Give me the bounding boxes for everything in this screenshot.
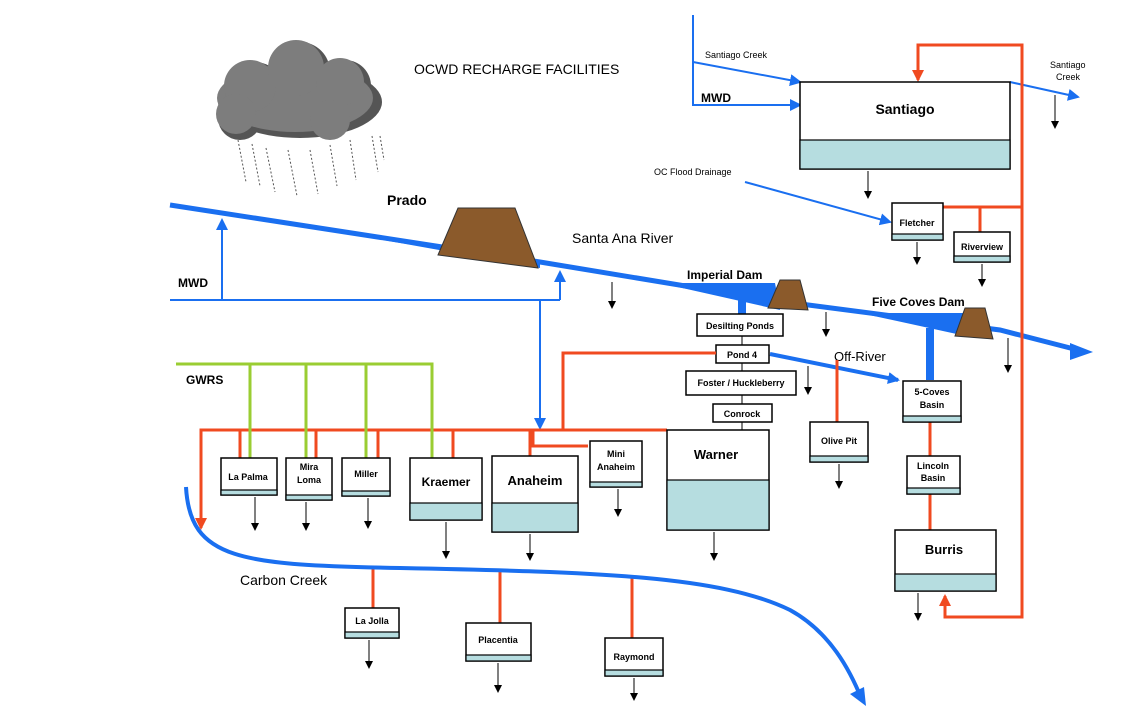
pond4-label: Pond 4: [727, 350, 757, 360]
prado-label: Prado: [387, 192, 427, 208]
olive-pit-basin: [809, 421, 869, 463]
five-coves-basin-label-1: 5-Coves: [914, 387, 949, 397]
riverview-label: Riverview: [961, 242, 1004, 252]
fletcher-basin: [891, 202, 944, 241]
lincoln-basin: [906, 455, 961, 495]
santa-ana-river: [169, 202, 1093, 360]
la-palma-basin: [220, 457, 278, 496]
mwd-top-label: MWD: [701, 91, 731, 105]
imperial-dam: [767, 279, 809, 311]
santiago-creek-in-label: Santiago Creek: [705, 50, 768, 60]
santiago-basin: [799, 81, 1011, 170]
anaheim-basin: [491, 455, 579, 533]
anaheim-label: Anaheim: [508, 473, 563, 488]
five-coves-dam: [954, 307, 994, 340]
rain-cloud-icon: [216, 40, 385, 197]
raymond-label: Raymond: [613, 652, 654, 662]
burris-label: Burris: [925, 542, 963, 557]
santa-ana-river-label: Santa Ana River: [572, 230, 674, 246]
off-river-label: Off-River: [834, 349, 886, 364]
five-coves-dam-label: Five Coves Dam: [872, 295, 965, 309]
foster-huckleberry-box: [685, 370, 797, 396]
five-coves-intake: [926, 328, 934, 380]
olive-pit-label: Olive Pit: [821, 436, 857, 446]
la-jolla-label: La Jolla: [355, 616, 390, 626]
santiago-creek-out-label-1: Santiago: [1050, 60, 1086, 70]
mwd-top-pipeline: [692, 15, 802, 111]
red-distribution-lines: [195, 351, 932, 638]
mini-anaheim-label-2: Anaheim: [597, 462, 635, 472]
mira-loma-label-2: Loma: [297, 475, 322, 485]
conrock-label: Conrock: [724, 409, 762, 419]
desilting-ponds-label: Desilting Ponds: [706, 321, 774, 331]
prado-dam: [437, 207, 539, 269]
desilting-ponds-box: [696, 313, 784, 337]
lincoln-basin-label-1: Lincoln: [917, 461, 949, 471]
gwrs-label: GWRS: [186, 373, 223, 387]
kraemer-label: Kraemer: [422, 475, 471, 489]
riverview-basin: [953, 231, 1011, 263]
carbon-creek-label: Carbon Creek: [240, 572, 328, 588]
raymond-basin: [604, 637, 664, 677]
imperial-intake: [738, 296, 746, 314]
five-coves-basin-label-2: Basin: [920, 400, 945, 410]
warner-label: Warner: [694, 447, 738, 462]
imperial-dam-label: Imperial Dam: [687, 268, 762, 282]
miller-basin: [341, 457, 391, 497]
warner-basin: [666, 429, 770, 531]
placentia-label: Placentia: [478, 635, 519, 645]
santiago-label: Santiago: [875, 101, 934, 117]
page-title: OCWD RECHARGE FACILITIES: [414, 61, 619, 77]
lincoln-basin-label-2: Basin: [921, 473, 946, 483]
mini-anaheim-basin: [589, 440, 643, 488]
five-coves-basin: [902, 380, 962, 423]
mini-anaheim-label-1: Mini: [607, 449, 625, 459]
la-jolla-basin: [344, 607, 400, 639]
oc-flood-drainage-flow: [744, 181, 892, 226]
off-river-channel: [769, 352, 900, 384]
gwrs-pipeline: [176, 362, 434, 458]
oc-flood-drainage-label: OC Flood Drainage: [654, 167, 732, 177]
la-palma-label: La Palma: [228, 472, 269, 482]
carbon-creek: [184, 486, 864, 701]
mwd-left-pipeline: [170, 218, 566, 430]
santiago-pipeline: [912, 43, 1024, 619]
mira-loma-label-1: Mira: [300, 462, 320, 472]
placentia-basin: [465, 622, 532, 662]
burris-basin: [894, 529, 997, 592]
foster-huckleberry-label: Foster / Huckleberry: [697, 378, 784, 388]
fletcher-label: Fletcher: [899, 218, 935, 228]
santiago-creek-out-label-2: Creek: [1056, 72, 1081, 82]
kraemer-basin: [409, 457, 483, 521]
mira-loma-basin: [285, 457, 333, 501]
santiago-creek-outflow: [1009, 81, 1080, 101]
mwd-left-label: MWD: [178, 276, 208, 290]
miller-label: Miller: [354, 469, 378, 479]
